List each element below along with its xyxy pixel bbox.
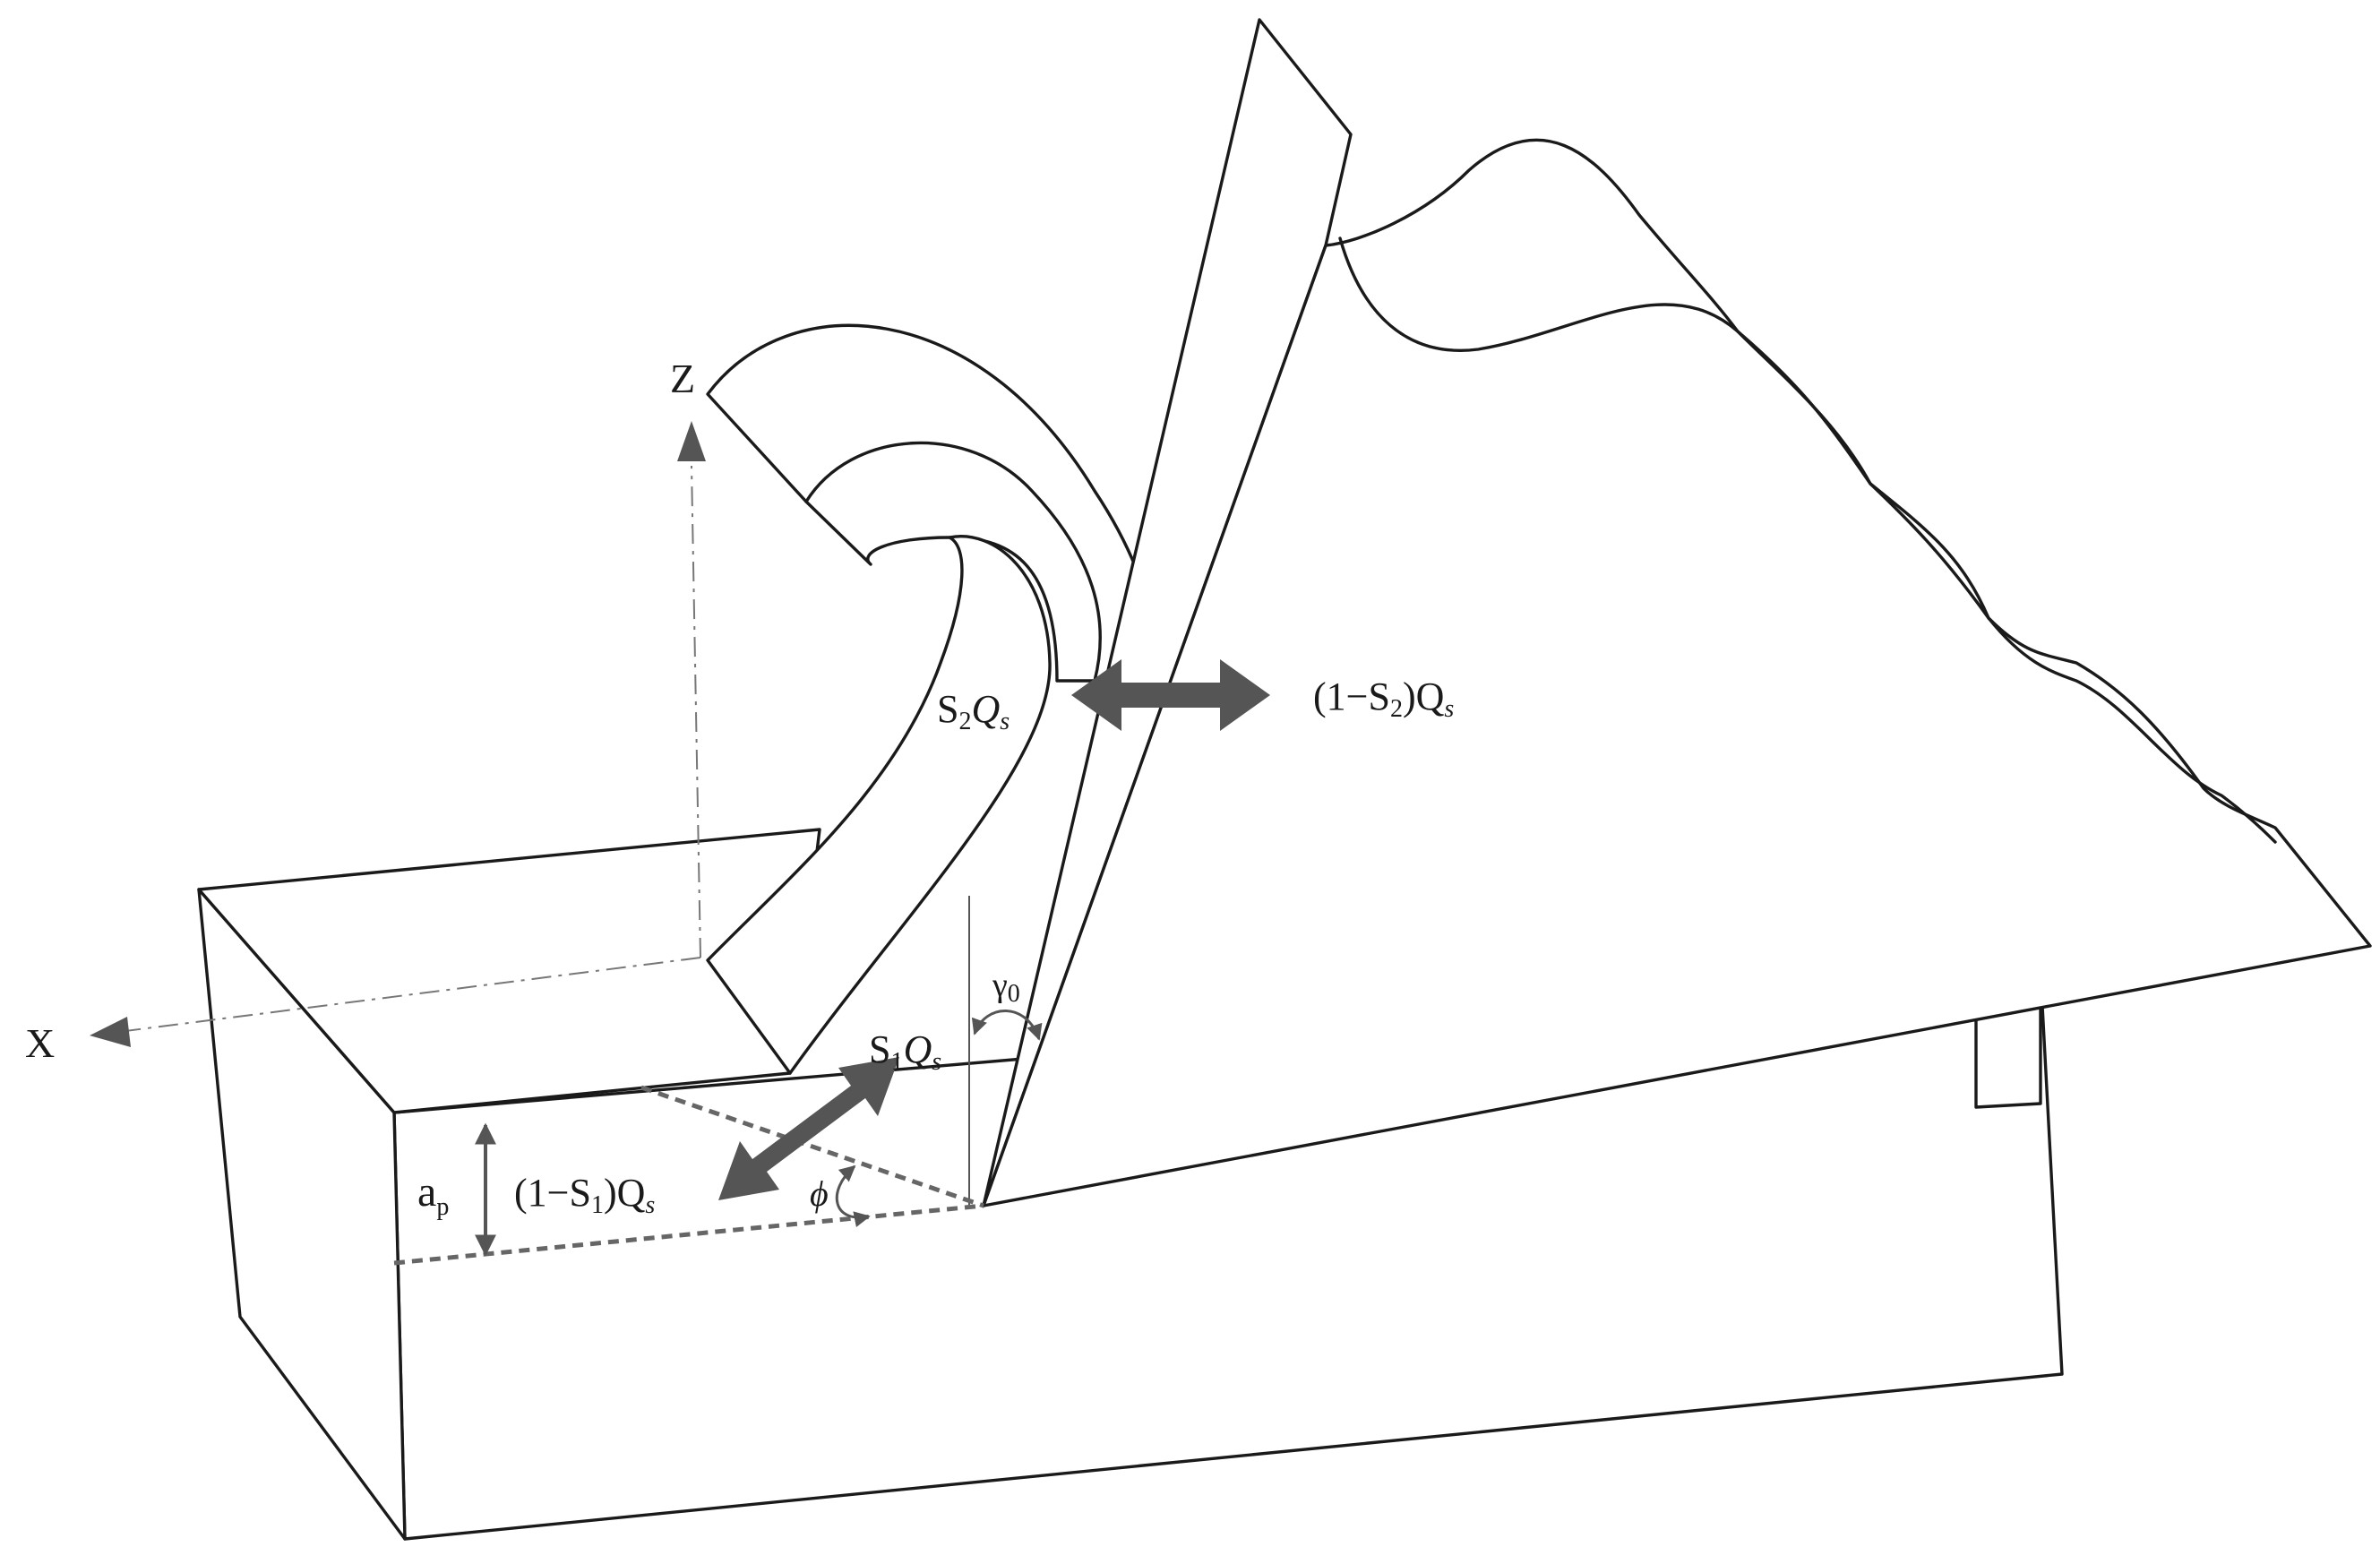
shear-plane-dashed-line <box>640 1085 984 1208</box>
diagram-labels: Z X S2Qs (1−S2)Qs γ0 S1Qs (1−S1)Qs ap ϕ <box>25 356 1454 1221</box>
phi-angle-arc <box>835 1164 871 1227</box>
s2qs-label: S2Qs <box>937 687 1010 735</box>
tool-wave-edge <box>1338 236 2277 844</box>
z-axis-arrowhead <box>677 421 706 461</box>
angle-markers <box>835 1010 1043 1227</box>
one-minus-s1-label: (1−S1)Qs <box>514 1171 655 1219</box>
ap-label: ap <box>417 1168 449 1221</box>
one-minus-s2-label: (1−S2)Qs <box>1313 675 1454 723</box>
chip-outer-body <box>706 323 1160 683</box>
coordinate-axes <box>90 421 706 1047</box>
s1qs-label: S1Qs <box>869 1027 941 1076</box>
tool-body <box>982 138 2372 1207</box>
x-axis-arrowhead <box>90 1017 131 1047</box>
workpiece-block <box>197 828 2064 1541</box>
phi-label: ϕ <box>810 1173 829 1214</box>
z-axis-label: Z <box>670 356 695 401</box>
gamma-angle-arc <box>971 1010 1043 1041</box>
chip-inner-curl-line <box>804 441 1102 683</box>
chip-inner-body <box>706 535 1052 1075</box>
heat-flow-arrows <box>475 659 1270 1257</box>
tool <box>968 18 2372 1207</box>
x-axis-label: X <box>25 1020 55 1066</box>
gamma-label: γ0 <box>992 967 1020 1008</box>
shear-zone-heat-arrow <box>718 1057 899 1200</box>
z-axis-line <box>691 465 701 958</box>
chip-tool-heat-arrow <box>1071 659 1270 731</box>
